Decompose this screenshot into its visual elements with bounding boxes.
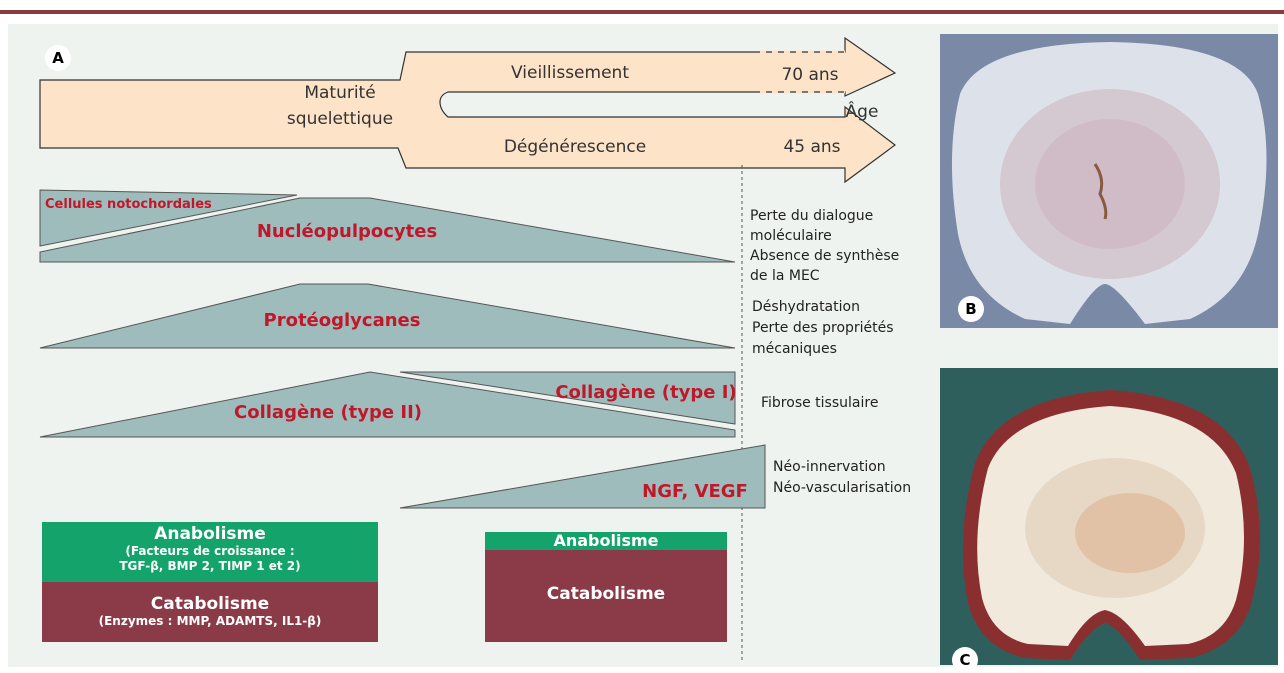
consequence-3-line1: Fibrose tissulaire: [761, 395, 878, 411]
catabolism-box-right: Catabolisme: [485, 550, 727, 642]
consequence-1-line3: Absence de synthèse: [750, 248, 899, 264]
collagen2-label: Collagène (type II): [234, 402, 422, 423]
panel-c-label: C: [952, 647, 978, 673]
collagen1-wedge: [399, 371, 736, 425]
disc-photo-c: [940, 368, 1278, 665]
anabolism-title-left: Anabolisme: [154, 524, 266, 544]
anabolism-sub-line2: TGF-β, BMP 2, TIMP 1 et 2): [119, 559, 301, 573]
anabolism-title-right: Anabolisme: [553, 531, 659, 550]
notochordal-wedge: [39, 189, 298, 247]
consequence-1-line1: Perte du dialogue: [750, 208, 873, 224]
consequence-1-line4: de la MEC: [750, 268, 820, 284]
anabolism-sub-line1: (Facteurs de croissance :: [125, 544, 295, 558]
aging-label: Vieillissement: [511, 63, 629, 83]
catabolism-title-left: Catabolisme: [150, 594, 270, 614]
consequence-4-line1: Néo-innervation: [773, 459, 886, 475]
notochordal-label: Cellules notochordales: [45, 197, 212, 212]
maturity-label-line2: squelettique: [287, 109, 393, 129]
consequence-2-line3: mécaniques: [752, 341, 837, 357]
collagen1-label: Collagène (type I): [555, 382, 736, 403]
aging-age-label: 70 ans: [781, 65, 838, 85]
nucleopulpocytes-wedge: [39, 197, 736, 263]
age-arrow: [39, 36, 897, 184]
age-axis-label: Âge: [846, 100, 879, 122]
nucleopulpocytes-label: Nucléopulpocytes: [257, 221, 437, 242]
consequence-2-line2: Perte des propriétés: [752, 320, 894, 336]
consequence-1-line2: moléculaire: [750, 228, 832, 244]
panel-a-label: A: [45, 45, 71, 71]
consequence-4-line2: Néo-vascularisation: [773, 480, 911, 496]
catabolism-title-right: Catabolisme: [546, 584, 666, 604]
consequence-2-line1: Déshydratation: [752, 299, 860, 315]
panel-b-label: B: [958, 296, 984, 322]
disc-photo-b: [940, 34, 1278, 328]
degeneration-age-label: 45 ans: [783, 137, 840, 157]
catabolism-sub: (Enzymes : MMP, ADAMTS, IL1-β): [98, 614, 322, 628]
proteoglycans-label: Protéoglycanes: [264, 310, 421, 331]
disc-photo-b-art: [940, 34, 1278, 328]
anabolism-box-right: Anabolisme: [485, 532, 727, 550]
disc-photo-c-art: [940, 368, 1278, 665]
catabolism-box-left: Catabolisme (Enzymes : MMP, ADAMTS, IL1-…: [42, 582, 378, 642]
anabolism-box-left: Anabolisme (Facteurs de croissance : TGF…: [42, 522, 378, 582]
ngf-vegf-wedge: [399, 444, 766, 509]
top-accent-bar: [0, 0, 1284, 18]
maturity-label-line1: Maturité: [304, 83, 375, 103]
ngf-vegf-label: NGF, VEGF: [642, 481, 748, 502]
collagen2-wedge: [39, 371, 736, 438]
degeneration-label: Dégénérescence: [504, 137, 646, 157]
proteoglycans-wedge: [39, 283, 736, 349]
